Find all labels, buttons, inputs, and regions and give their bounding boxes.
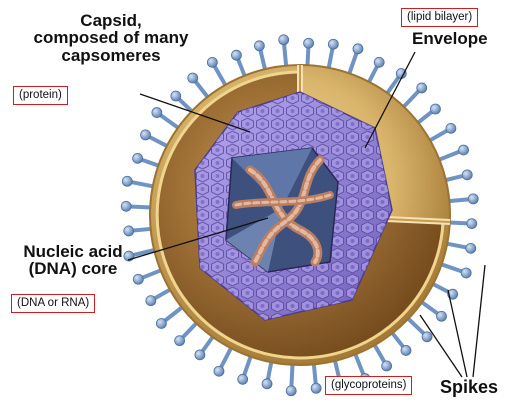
spike-head [133, 153, 143, 163]
capsid-label-line1: Capsid, [8, 12, 214, 29]
spike-head [311, 383, 321, 393]
spike-head [188, 73, 198, 83]
spike-head [374, 57, 384, 67]
glycoproteins-note: (glycoproteins) [325, 376, 412, 395]
spike-head [122, 176, 132, 186]
spike-head [462, 170, 472, 180]
spike-head [124, 226, 134, 236]
spike-head [231, 50, 241, 60]
spike-head [133, 274, 143, 284]
spike-head [382, 361, 392, 371]
nucleic-label-line2: (DNA) core [14, 260, 132, 277]
spike-head [467, 219, 477, 229]
spike-head [152, 108, 162, 118]
spike-head [195, 350, 205, 360]
spike-head [422, 332, 432, 342]
spike-head [468, 194, 478, 204]
spike-head [141, 130, 151, 140]
spike-head [466, 243, 476, 253]
spike-head [459, 145, 469, 155]
spike-head [304, 38, 314, 48]
spike-head [238, 374, 248, 384]
nucleic-label-line1: Nucleic acid [14, 243, 132, 260]
protein-note: (protein) [13, 86, 68, 105]
capsid-label: Capsid, composed of many capsomeres [8, 12, 214, 64]
spike-head [121, 201, 131, 211]
spike-head [175, 336, 185, 346]
spike-head [446, 123, 456, 133]
spike-head [279, 35, 289, 45]
spike-head [328, 39, 338, 49]
spike-head [171, 91, 181, 101]
spike-head [417, 83, 427, 93]
spike-head [436, 311, 446, 321]
spike-head [146, 296, 156, 306]
lipid-bilayer-note: (lipid bilayer) [401, 8, 478, 27]
capsid-label-line2: composed of many [8, 29, 214, 46]
capsid-label-line3: capsomeres [8, 47, 214, 64]
spike-head [353, 44, 363, 54]
spike-head [286, 386, 296, 396]
spike-head [214, 366, 224, 376]
spike-head [461, 268, 471, 278]
spikes-label: Spikes [440, 378, 498, 396]
spike-head [430, 104, 440, 114]
spike-head [156, 318, 166, 328]
spike-head [254, 41, 264, 51]
envelope-label: Envelope [412, 30, 488, 47]
nucleic-acid-label: Nucleic acid (DNA) core [14, 243, 132, 278]
dna-or-rna-note: (DNA or RNA) [11, 294, 95, 313]
spike-head [262, 379, 272, 389]
spike-head [401, 345, 411, 355]
